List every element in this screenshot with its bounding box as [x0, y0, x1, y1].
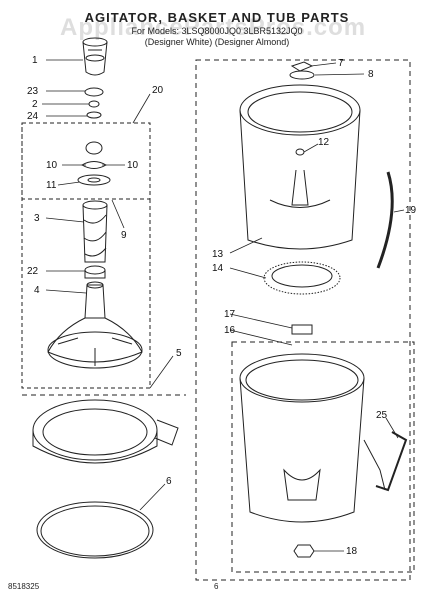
cam-part — [77, 141, 111, 186]
callout-19: 19 — [405, 205, 417, 216]
callout-18: 18 — [346, 546, 358, 557]
callout-17: 17 — [224, 309, 236, 320]
agitator-cap-part — [82, 37, 108, 76]
footer-code: 8518325 — [8, 582, 40, 591]
callout-8: 8 — [368, 69, 374, 80]
callout-6: 6 — [166, 476, 172, 487]
callout-14: 14 — [212, 263, 224, 274]
callout-1: 1 — [32, 55, 38, 66]
callout-12: 12 — [318, 137, 330, 148]
tub-part — [239, 353, 386, 523]
callout-5: 5 — [176, 348, 182, 359]
callout-4: 4 — [34, 285, 40, 296]
basket-part — [239, 84, 361, 250]
callout-13: 13 — [212, 249, 224, 260]
right-group-box — [195, 59, 411, 581]
callout-labels: 1 23 2 24 20 10 10 11 9 3 22 4 5 6 7 8 1… — [27, 55, 417, 557]
tub-ring-part — [32, 399, 179, 464]
color-subtitle: (Designer White) (Designer Almond) — [144, 37, 290, 47]
watermark: AppliancePartsPros.com — [60, 14, 367, 41]
diagram-title: AGITATOR, BASKET AND TUB PARTS — [84, 10, 350, 25]
callout-16: 16 — [224, 325, 236, 336]
group-box-16 — [231, 341, 415, 573]
callout-10a: 10 — [46, 160, 58, 171]
callout-20: 20 — [152, 85, 164, 96]
footer-page-number: 6 — [214, 582, 219, 591]
callout-22: 22 — [27, 266, 39, 277]
callout-25: 25 — [376, 410, 388, 421]
agitator-assembly-part — [47, 200, 143, 369]
callout-7: 7 — [338, 58, 344, 69]
callout-10b: 10 — [127, 160, 139, 171]
callout-3: 3 — [34, 213, 40, 224]
callout-9: 9 — [121, 230, 127, 241]
callout-2: 2 — [32, 99, 38, 110]
callout-23: 23 — [27, 86, 39, 97]
callout-24: 24 — [27, 111, 39, 122]
callout-11: 11 — [46, 180, 57, 191]
model-subtitle: For Models: 3LSQ8000JQ0 3LBR5132JQ0 — [131, 26, 303, 36]
group-box-20 — [21, 122, 151, 200]
